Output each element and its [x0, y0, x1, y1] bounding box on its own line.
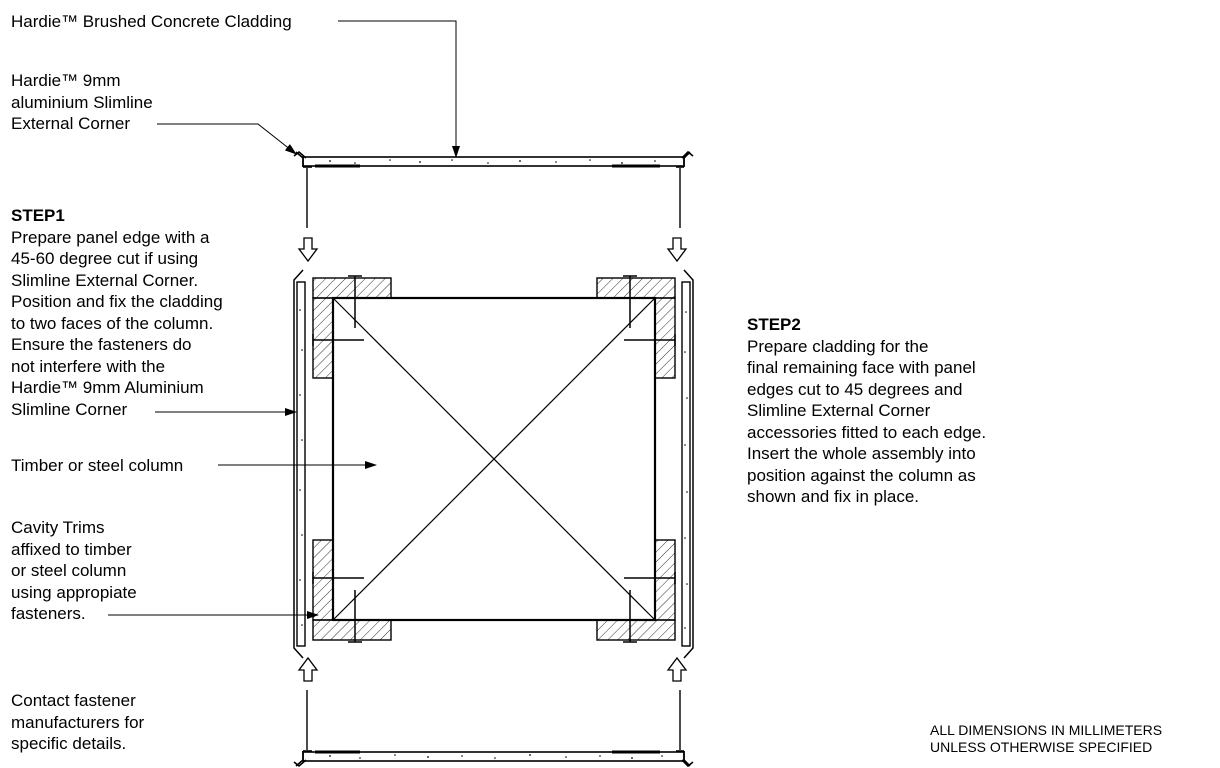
step2-title: STEP2	[747, 315, 801, 334]
step2-line: Prepare cladding for the	[747, 336, 929, 356]
up-arrow-right	[666, 656, 688, 682]
column-label: Timber or steel column	[11, 456, 184, 475]
bottom-corner-legs	[306, 690, 681, 750]
top-left-slimline-corner	[293, 150, 312, 168]
step2-line: final remaining face with panel	[747, 358, 976, 377]
cladding-label: Hardie™ Brushed Concrete Cladding	[11, 12, 292, 31]
up-arrow-left	[297, 656, 319, 682]
step1-line: Prepare panel edge with a	[11, 227, 210, 247]
note-line: UNLESS OTHERWISE SPECIFIED	[930, 739, 1153, 755]
contact-label-line: specific details.	[11, 734, 127, 753]
bottom-left-slimline-corner	[293, 750, 312, 768]
dimensions-note: ALL DIMENSIONS IN MILLIMETERS UNLESS OTH…	[930, 722, 1162, 756]
bottom-cladding-panel	[302, 750, 685, 762]
cavity-label-line: fasteners.	[11, 604, 86, 623]
down-arrow-left	[297, 237, 319, 263]
step1-block: STEP1 Prepare panel edge with a 45-60 de…	[11, 205, 223, 420]
step2-line: Slimline External Corner	[747, 401, 931, 420]
contact-label: Contact fastener manufacturers for speci…	[11, 690, 144, 755]
leader-lines	[108, 20, 460, 619]
corner-label-line: Hardie™ 9mm	[11, 71, 121, 90]
top-cladding-panel	[302, 156, 685, 168]
leader-cladding	[338, 20, 460, 158]
step1-line: not interfere with the	[11, 356, 166, 376]
cavity-label-line: Cavity Trims	[11, 518, 105, 537]
step1-line: Slimline External Corner.	[11, 270, 199, 290]
cavity-label-line: or steel column	[11, 561, 127, 580]
step2-line: accessories fitted to each edge.	[747, 422, 987, 442]
note-line: ALL DIMENSIONS IN MILLIMETERS	[930, 722, 1163, 738]
step2-line: Insert the whole assembly into	[747, 444, 976, 463]
cavity-trims-label: Cavity Trims affixed to timber or steel …	[11, 517, 137, 625]
step1-line: 45-60 degree cut if using	[11, 249, 199, 268]
left-cladding-panel	[293, 269, 306, 659]
step1-line: Slimline Corner	[11, 399, 128, 419]
top-right-slimline-corner	[676, 150, 694, 168]
step2-line: edges cut to 45 degrees and	[747, 379, 963, 399]
right-cladding-panel	[681, 269, 694, 659]
top-corner-legs	[306, 168, 681, 228]
step1-line: Position and fix the cladding	[11, 292, 223, 311]
step1-title: STEP1	[11, 206, 65, 225]
cavity-label-line: affixed to timber	[11, 539, 132, 559]
step1-line: to two faces of the column.	[11, 313, 214, 333]
down-arrow-right	[666, 237, 688, 263]
step2-block: STEP2 Prepare cladding for the final rem…	[747, 314, 986, 508]
leader-corner	[157, 123, 297, 155]
corner-label: Hardie™ 9mm aluminium Slimline External …	[11, 70, 153, 135]
cavity-label-line: using appropiate	[11, 582, 137, 602]
corner-label-line: External Corner	[11, 114, 131, 133]
step2-line: position against the column as	[747, 465, 976, 485]
column	[331, 296, 657, 622]
bottom-right-slimline-corner	[676, 750, 694, 768]
contact-label-line: Contact fastener	[11, 691, 136, 710]
fasteners	[312, 275, 676, 643]
step1-line: Hardie™ 9mm Aluminium	[11, 378, 204, 397]
step1-line: Ensure the fasteners do	[11, 335, 192, 354]
contact-label-line: manufacturers for	[11, 712, 145, 732]
corner-label-line: aluminium Slimline	[11, 92, 153, 112]
step2-line: shown and fix in place.	[747, 487, 919, 506]
